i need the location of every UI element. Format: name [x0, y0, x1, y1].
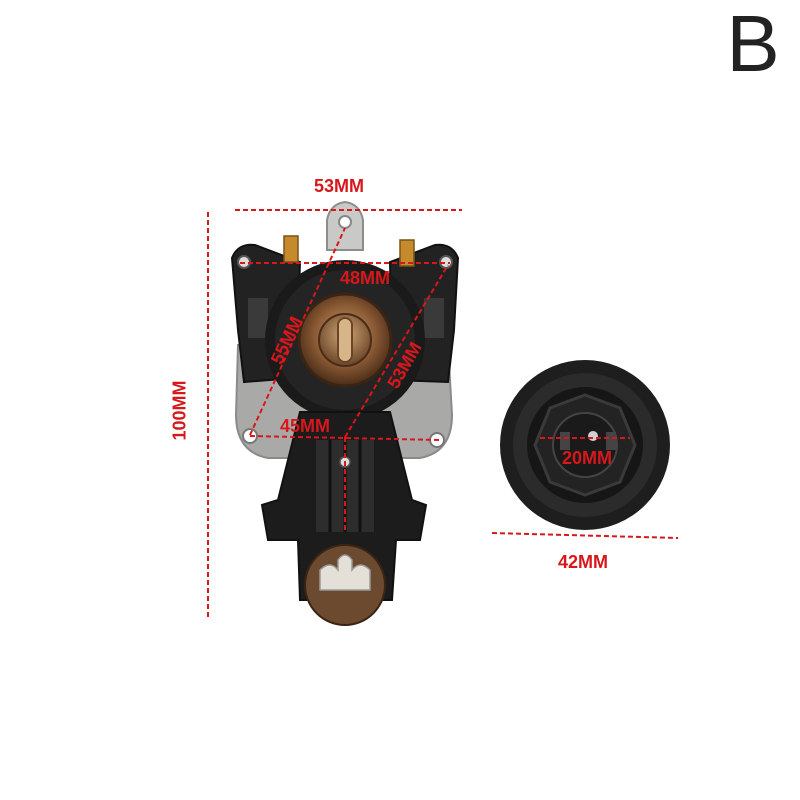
height-dimension-label: 100MM [169, 380, 190, 441]
base-mount-dimension-label: 45MM [280, 416, 331, 436]
top-mount-dimension-label: 48MM [340, 268, 391, 288]
width-dimension-label: 53MM [314, 176, 365, 196]
dimension-lines [207, 209, 679, 620]
kettle-connector [500, 360, 670, 530]
connector-inner-dimension-label: 20MM [562, 448, 613, 468]
variant-label: B [726, 0, 780, 88]
thermostat-switch [230, 200, 460, 626]
connector-diameter-dimension-label: 42MM [558, 552, 609, 572]
